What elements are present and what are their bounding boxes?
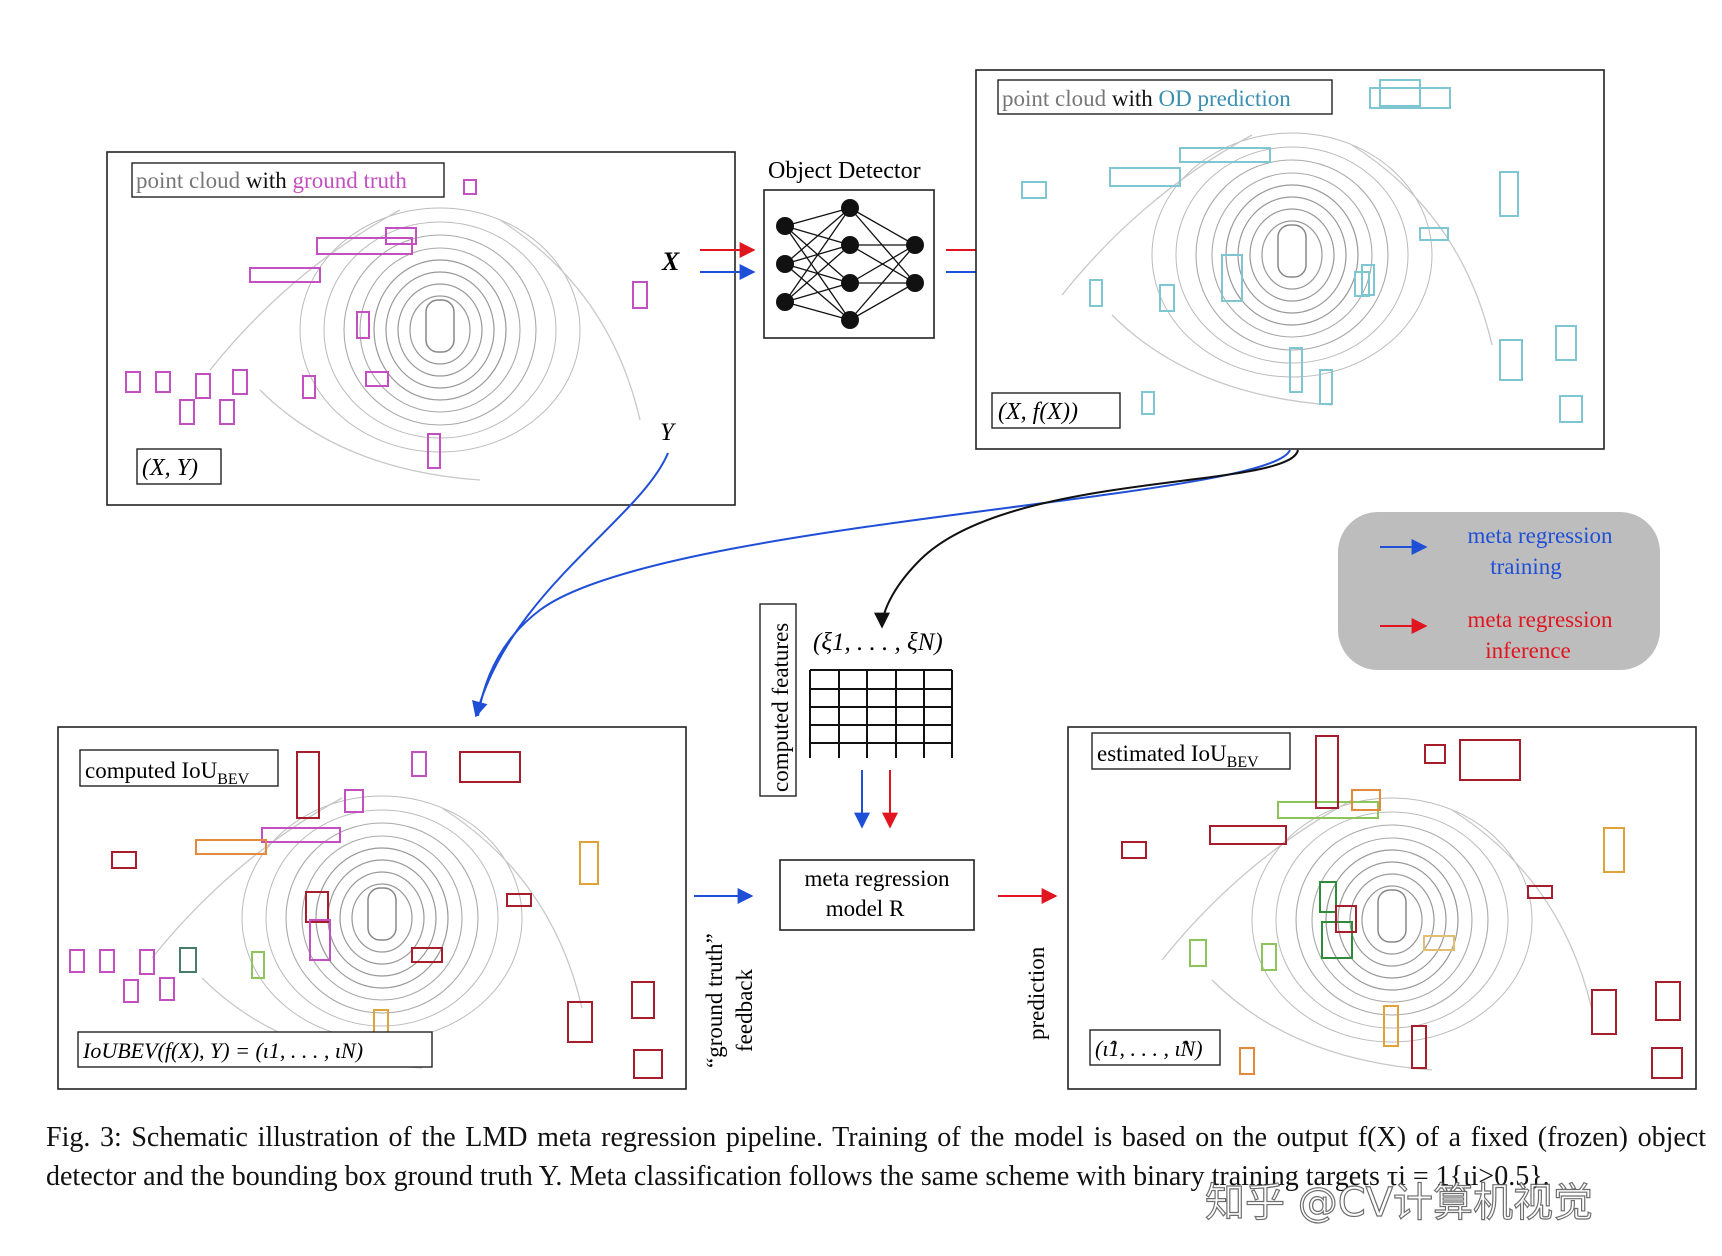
estimated-panel: estimated IoUBEV (ι̂1, . . . , ι̂N)	[1067, 726, 1697, 1090]
pred-to-features-arrow	[874, 449, 1299, 629]
legend-training-line1: meta regression	[1468, 523, 1613, 548]
network-nodes	[776, 199, 924, 329]
computed-formula: IoUBEV(f(X), Y) = (ι1, . . . , ιN)	[82, 1038, 363, 1063]
pred-to-computed-arrow	[477, 449, 1291, 717]
pred-label-part2: with	[1106, 86, 1158, 111]
figure-caption: Fig. 3: Schematic illustration of the LM…	[46, 1122, 1706, 1192]
gt-pair: (X, Y)	[142, 455, 198, 481]
feedback-label-1: “ground truth”	[702, 933, 727, 1068]
svg-text:point cloud with OD prediction: point cloud with OD prediction	[1002, 86, 1291, 111]
features-vertical-label: computed features	[768, 623, 793, 792]
gt-boxes	[125, 179, 648, 469]
pred-boxes	[1021, 79, 1583, 423]
object-detector-title: Object Detector	[768, 158, 921, 184]
meta-model-line1: meta regression	[805, 866, 950, 891]
pred-label-part1: point cloud	[1002, 86, 1107, 111]
svg-text:point cloud with ground truth: point cloud with ground truth	[136, 168, 407, 193]
gt-label-part3: ground truth	[293, 168, 408, 193]
features-tuple: (ξ1, . . . , ξN)	[813, 629, 943, 656]
pred-panel: point cloud with OD prediction (X, f(X))	[975, 69, 1605, 450]
gt-label-part1: point cloud	[136, 168, 241, 193]
gt-panel: point cloud with ground truth (X, Y) X Y	[106, 151, 736, 506]
computed-label: computed IoUBEV	[85, 758, 250, 788]
feedback-label-2: feedback	[732, 969, 757, 1052]
pred-pair: (X, f(X))	[998, 399, 1078, 425]
watermark: 知乎 @CV计算机视觉	[1204, 1179, 1594, 1226]
pred-label-part3: OD prediction	[1159, 86, 1292, 111]
meta-model-line2: model R	[826, 896, 905, 921]
computed-panel: computed IoUBEV IoUBEV(f(X), Y) = (ι1, .…	[57, 726, 687, 1090]
estimated-boxes	[1121, 735, 1683, 1079]
estimated-tuple: (ι̂1, . . . , ι̂N)	[1095, 1036, 1203, 1061]
object-detector: Object Detector	[763, 158, 935, 339]
y-to-computed-arrow	[472, 452, 669, 718]
legend-inference-line2: inference	[1485, 638, 1571, 663]
network-edges	[784, 207, 916, 321]
y-label: Y	[660, 419, 677, 446]
legend-inference-line1: meta regression	[1468, 607, 1613, 632]
features-table	[809, 669, 953, 758]
meta-regression-model: meta regression model R	[779, 859, 975, 931]
prediction-label: prediction	[1024, 946, 1049, 1040]
gt-label-part2: with	[240, 168, 292, 193]
computed-features: computed features (ξ1, . . . , ξN)	[759, 603, 953, 797]
x-input-label: X	[661, 247, 680, 276]
estimated-label: estimated IoUBEV	[1097, 741, 1259, 771]
computed-boxes	[69, 751, 663, 1079]
legend: meta regression training meta regression…	[1338, 512, 1660, 670]
legend-training-line2: training	[1490, 554, 1562, 579]
